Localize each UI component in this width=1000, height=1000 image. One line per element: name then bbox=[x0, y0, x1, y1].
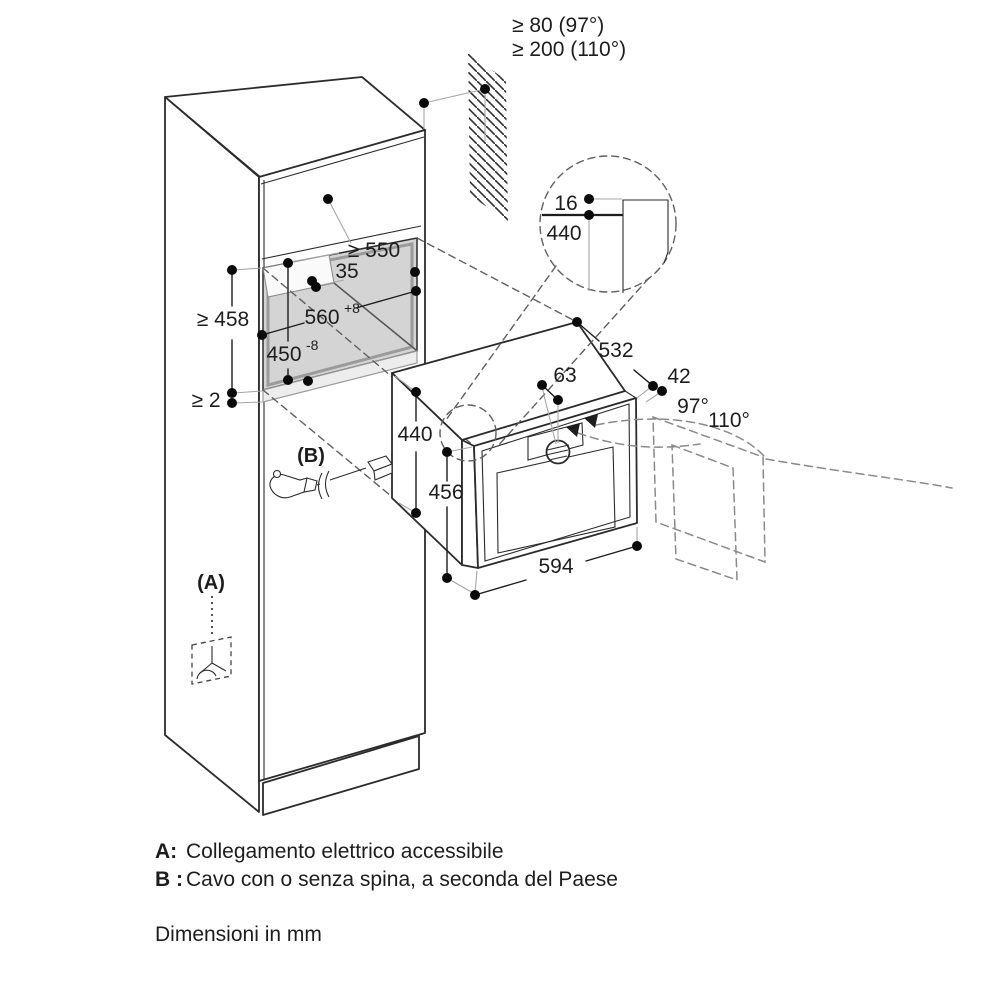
callout-b: (B) bbox=[297, 445, 325, 467]
dim-ext-458 bbox=[233, 267, 263, 404]
detail-dim-440: 440 bbox=[546, 222, 581, 245]
dim-niche-height: 450 bbox=[266, 343, 301, 366]
dim-oven-height: 456 bbox=[428, 481, 463, 504]
niche-sill bbox=[262, 350, 418, 403]
cable-break-marks bbox=[317, 470, 330, 500]
callout-a: (A) bbox=[197, 572, 225, 594]
dim-oven-side-depth: 440 bbox=[397, 423, 432, 446]
arrowhead-97 bbox=[566, 423, 580, 437]
plug-ring bbox=[272, 469, 282, 479]
labels: ≥ 80 (97°) ≥ 200 (110°) 16 440 ≥ 550 35 … bbox=[191, 14, 749, 594]
plug-collar bbox=[303, 477, 318, 493]
dim-niche-width-tolerance: +8 bbox=[344, 300, 360, 316]
dim-niche-width: 560 bbox=[304, 306, 339, 329]
dim-ext-63 bbox=[541, 386, 559, 445]
oven-door-window bbox=[496, 446, 616, 554]
dim-oven-width: 594 bbox=[538, 555, 573, 578]
dim-niche-min-height: ≥ 458 bbox=[197, 308, 249, 331]
detail-callout bbox=[439, 155, 677, 462]
dim-niche-depth: ≥ 550 bbox=[348, 239, 400, 262]
wall-clearance-line2: ≥ 200 (110°) bbox=[512, 38, 626, 61]
cabinet-top-edge-line bbox=[260, 136, 425, 185]
dimensions-note: Dimensioni in mm bbox=[155, 923, 322, 946]
power-cable-assembly bbox=[269, 467, 367, 500]
projection-line-top bbox=[416, 237, 578, 323]
oven-knob bbox=[545, 439, 571, 465]
oven-control-panel bbox=[527, 422, 584, 461]
cabinet-plinth bbox=[262, 735, 420, 816]
dim-niche-top-offset: 35 bbox=[335, 260, 358, 283]
door-arc-110-extension bbox=[765, 458, 953, 489]
connection-point-a bbox=[191, 596, 232, 685]
legend: A: Collegamento elettrico accessibile B … bbox=[155, 840, 618, 946]
dim-niche-height-tolerance: -8 bbox=[306, 337, 319, 353]
door-arc-110 bbox=[595, 418, 765, 457]
legend-a-key: A: bbox=[155, 840, 177, 863]
dim-niche-bottom-gap: ≥ 2 bbox=[191, 389, 220, 412]
niche-opening bbox=[262, 237, 418, 403]
dim-door-gap: 42 bbox=[667, 365, 690, 388]
door-swing bbox=[566, 414, 953, 582]
detail-cone-lines bbox=[445, 265, 650, 448]
dimension-dots bbox=[227, 84, 667, 600]
dim-line-594 bbox=[474, 545, 638, 596]
detail-panel-section bbox=[622, 199, 669, 293]
door-open-97-outline bbox=[671, 443, 738, 582]
cabinet-side-face bbox=[164, 96, 260, 813]
legend-b-key: B : bbox=[155, 868, 183, 891]
legend-b-text: Cavo con o senza spina, a seconda del Pa… bbox=[186, 868, 618, 891]
wall-distance-extension bbox=[423, 88, 486, 141]
dim-line-560 bbox=[261, 290, 417, 336]
cabinet-shelf-seam bbox=[261, 225, 422, 260]
wall-hatch bbox=[468, 53, 508, 222]
cabinet-unit bbox=[164, 76, 426, 816]
door-arc-97 bbox=[577, 432, 701, 448]
electrical-connection-icon bbox=[196, 646, 227, 680]
dim-knob-offset: 63 bbox=[553, 364, 576, 387]
dim-door-angle-110: 110° bbox=[708, 409, 750, 432]
wall-clearance-line1: ≥ 80 (97°) bbox=[512, 14, 604, 37]
door-open-110-outline bbox=[652, 415, 766, 564]
oven-door-edge bbox=[481, 403, 631, 562]
oven-frame-connector bbox=[624, 390, 637, 399]
dim-ext-550 bbox=[289, 198, 352, 287]
legend-a-text: Collegamento elettrico accessibile bbox=[186, 840, 504, 863]
dim-door-angle-97: 97° bbox=[677, 395, 709, 418]
detail-source-circle bbox=[439, 404, 497, 462]
detail-circle bbox=[539, 155, 677, 293]
niche-inner-edge bbox=[333, 282, 417, 351]
wall-section bbox=[423, 53, 508, 222]
arrowhead-110 bbox=[584, 414, 598, 428]
dim-oven-depth: 532 bbox=[598, 339, 633, 362]
oven-terminal-box bbox=[367, 455, 393, 481]
detail-dim-16: 16 bbox=[554, 192, 577, 215]
